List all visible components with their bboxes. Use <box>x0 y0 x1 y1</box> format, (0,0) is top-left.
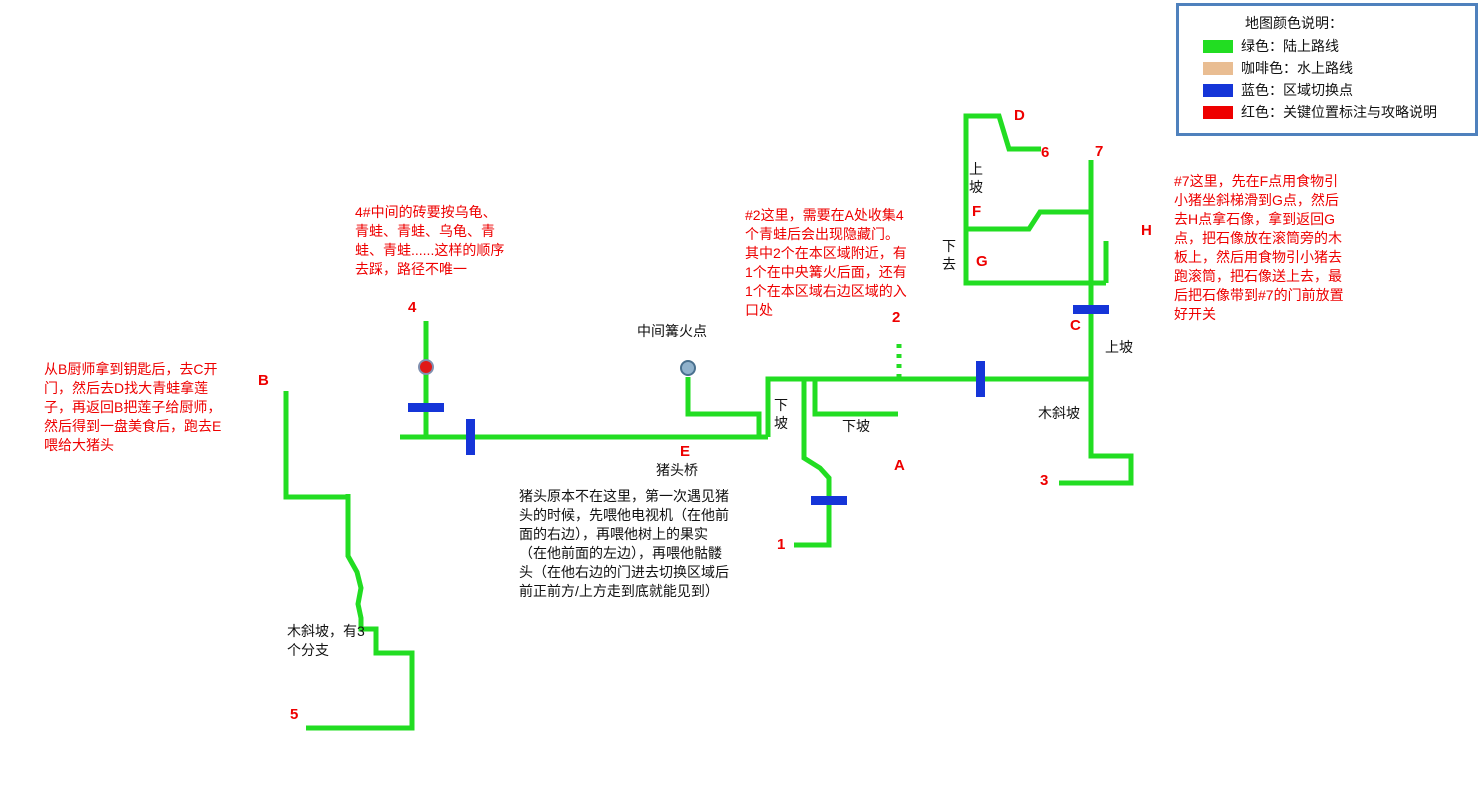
route-d-loop <box>963 113 1106 286</box>
legend-label-water: 咖啡色：水上路线 <box>1241 60 1353 76</box>
point-label-4: 4 <box>408 299 417 316</box>
legend-label-transition: 蓝色：区域切换点 <box>1241 82 1353 98</box>
point-label-D: D <box>1014 107 1025 124</box>
note-brick-order: 4#中间的砖要按乌龟、青蛙、青蛙、乌龟、青蛙、青蛙......这样的顺序去踩，路… <box>355 204 505 277</box>
transition-swatch <box>1203 83 1233 97</box>
legend-row-key: 红色：关键位置标注与攻略说明 <box>1203 102 1467 122</box>
route-down-to-1 <box>794 379 832 548</box>
point-label-C: C <box>1070 317 1081 334</box>
label-down-slope-west: 下坡 <box>774 397 788 431</box>
route-southwest-slope <box>306 494 415 731</box>
point-label-G: G <box>976 253 988 270</box>
transition-marker-c <box>1073 305 1109 314</box>
label-up-slope-c: 上坡 <box>1105 339 1133 355</box>
point-label-6: 6 <box>1041 144 1050 161</box>
point-label-B: B <box>258 372 269 389</box>
label-up-slope-d: 上坡 <box>969 161 983 195</box>
route-b-branch <box>283 391 348 500</box>
land-route-swatch <box>1203 39 1233 53</box>
label-wood-slope-branches: 木斜坡，有3个分支 <box>287 623 365 658</box>
point-label-5: 5 <box>290 706 299 723</box>
point-label-F: F <box>972 203 982 220</box>
transition-marker-1 <box>811 496 847 505</box>
note-pig-head: 猪头原本不在这里，第一次遇见猪头的时候，先喂他电视机（在他前面的右边），再喂他树… <box>519 488 729 599</box>
point-label-2: 2 <box>892 309 901 326</box>
note-statue-quest: #7这里，先在F点用食物引小猪坐斜梯滑到G点，然后去H点拿石像，拿到返回G点，把… <box>1174 173 1344 322</box>
point-label-H: H <box>1141 222 1152 239</box>
legend-row-land: 绿色：陆上路线 <box>1203 36 1467 56</box>
label-down-slope-a: 下坡 <box>842 418 870 434</box>
point-label-E: E <box>680 443 691 460</box>
legend: 地图颜色说明： 绿色：陆上路线 咖啡色：水上路线 蓝色：区域切换点 红色：关键位… <box>1176 3 1478 136</box>
point-label-3: 3 <box>1040 472 1049 489</box>
legend-title: 地图颜色说明： <box>1245 15 1343 31</box>
key-point-swatch <box>1203 105 1233 119</box>
legend-label-land: 绿色：陆上路线 <box>1241 38 1339 54</box>
label-wood-slope: 木斜坡 <box>1038 405 1080 421</box>
note-hidden-door: #2这里，需要在A处收集4个青蛙后会出现隐藏门。其中2个在本区域附近，有1个在中… <box>745 207 907 318</box>
legend-label-key: 红色：关键位置标注与攻略说明 <box>1241 104 1437 120</box>
legend-row-water: 咖啡色：水上路线 <box>1203 58 1467 78</box>
route-wood-slope-3 <box>1059 379 1134 486</box>
label-pig-bridge: 猪头桥 <box>656 462 698 478</box>
water-route-swatch <box>1203 61 1233 75</box>
route-campfire-drop <box>685 377 762 437</box>
transition-marker-4 <box>408 403 444 412</box>
point-label-A: A <box>894 457 905 474</box>
campfire-dot <box>680 360 696 376</box>
label-down-to: 下去 <box>942 238 956 272</box>
label-campfire: 中间篝火点 <box>637 323 707 339</box>
note-kitchen-quest: 从B厨师拿到钥匙后，去C开门，然后去D找大青蛙拿莲子，再返回B把莲子给厨师，然后… <box>44 361 222 453</box>
legend-row-transition: 蓝色：区域切换点 <box>1203 80 1467 100</box>
brick-key-dot <box>418 359 434 375</box>
route-downslope-a <box>812 379 898 417</box>
transition-marker-main <box>466 419 475 455</box>
point-label-7: 7 <box>1095 143 1104 160</box>
point-label-1: 1 <box>777 536 786 553</box>
transition-marker-east <box>976 361 985 397</box>
route-f-east <box>966 209 1091 232</box>
